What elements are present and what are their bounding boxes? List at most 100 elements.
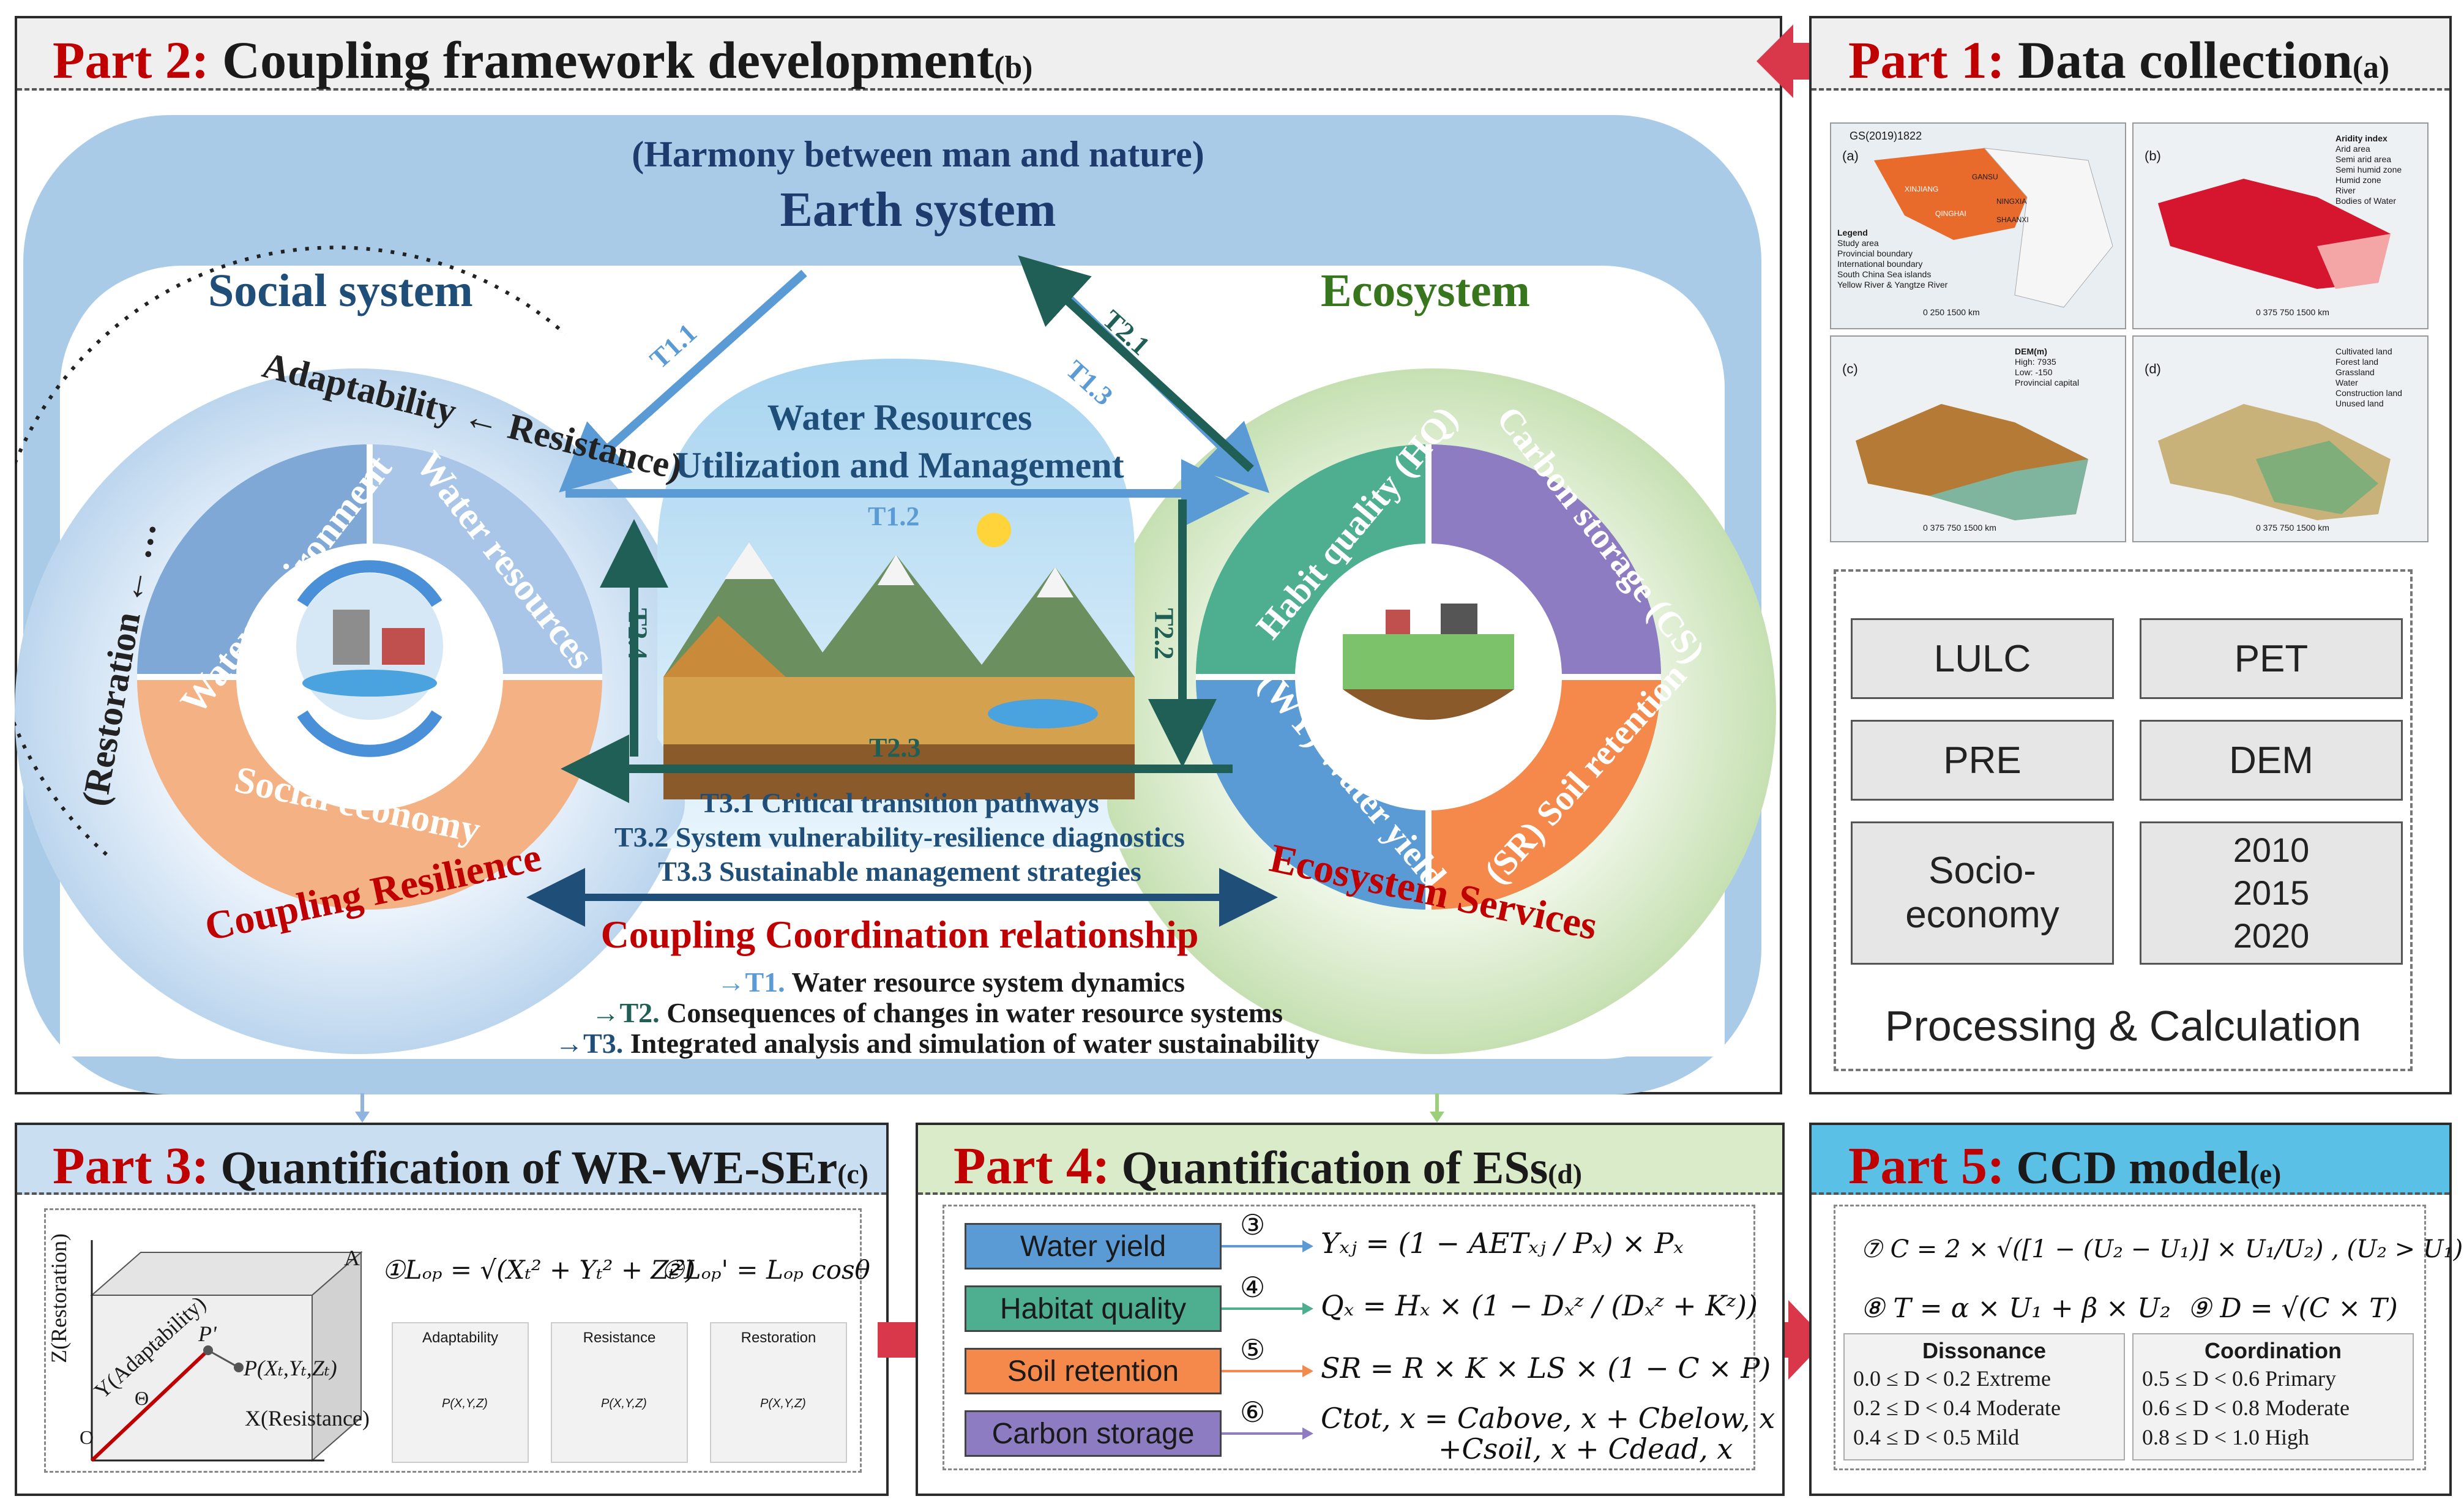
part5-title: CCD model <box>2016 1142 2250 1194</box>
legend-t2-text: Consequences of changes in water resourc… <box>659 997 1283 1028</box>
ecosystem-title: Ecosystem <box>1321 265 1530 316</box>
mini-cube-1: Adaptability P(X,Y,Z) <box>392 1322 529 1463</box>
map-b: (b) Aridity index Arid area Semi arid ar… <box>2132 122 2429 329</box>
legend-t3-text: Integrated analysis and simulation of wa… <box>623 1028 1320 1059</box>
mini-cube-2-label: Resistance <box>583 1329 656 1346</box>
mini-cube-2: Resistance P(X,Y,Z) <box>551 1322 688 1463</box>
legend-t1: →T1. Water resource system dynamics <box>487 967 1344 998</box>
part4-label: Part 4: <box>954 1136 1110 1195</box>
legend-list: →T1. Water resource system dynamics →T2.… <box>487 967 1344 1059</box>
map-d-legend-4: Water <box>2335 378 2358 387</box>
map-b-scale: 0 375 750 1500 km <box>2256 307 2329 317</box>
es-bar-water-yield: Water yield <box>965 1223 1222 1270</box>
map-b-legend-5: River <box>2335 185 2356 195</box>
part4-header: Part 4: Quantification of ESs(d) <box>918 1125 1782 1195</box>
es-bar-soil: Soil retention <box>965 1348 1222 1394</box>
data-box-dem: DEM <box>2140 720 2403 801</box>
map-c-tag: (c) <box>1842 361 1858 376</box>
map-a-shape <box>1874 148 2113 308</box>
part4-content-frame <box>943 1205 1755 1470</box>
part3-sub: (c) <box>837 1158 868 1189</box>
legend-t3: →T3. Integrated analysis and simulation … <box>487 1028 1344 1059</box>
legend-t3-key: →T3. <box>555 1028 624 1059</box>
data-box-lulc: LULC <box>1851 618 2114 699</box>
data-box-socio: Socio-economy <box>1851 821 2114 965</box>
map-a-label-sx: SHAANXI <box>1996 215 2029 224</box>
mini-cube-3-label: Restoration <box>741 1329 816 1346</box>
water-title-1: Water Resources <box>767 397 1032 438</box>
map-d-legend-6: Unused land <box>2335 398 2384 408</box>
part5-sub: (e) <box>2250 1158 2282 1189</box>
coordination-row-3: 0.8 ≤ D < 1.0 High <box>2142 1425 2310 1449</box>
arrow-label-t24: T2.4 <box>622 608 653 660</box>
part4-title: Quantification of ESs <box>1121 1142 1548 1194</box>
part1-title: Data collection <box>2017 31 2353 89</box>
part1-label: Part 1: <box>1848 31 2005 89</box>
dissonance-title: Dissonance <box>1922 1338 2047 1363</box>
part5-label: Part 5: <box>1848 1136 2005 1195</box>
coupling-diagram <box>15 115 1776 1094</box>
connectors-down <box>355 1093 1444 1123</box>
mini-cube-3: Restoration P(X,Y,Z) <box>710 1322 847 1463</box>
map-b-tag: (b) <box>2145 148 2161 163</box>
map-a-scale: 0 250 1500 km <box>1923 307 1980 317</box>
landscape-illustration <box>663 513 1135 799</box>
map-a-label-xj: XINJIANG <box>1905 185 1939 193</box>
map-d-legend-5: Construction land <box>2335 388 2402 398</box>
map-b-legend-4: Humid zone <box>2335 175 2381 185</box>
legend-t2: →T2. Consequences of changes in water re… <box>487 998 1344 1028</box>
coordination-table: Coordination 0.5 ≤ D < 0.6 Primary 0.6 ≤… <box>2132 1333 2414 1460</box>
map-a-legend-title: Legend <box>1837 228 1868 237</box>
map-d-tag: (d) <box>2145 361 2161 376</box>
part4-panel: Part 4: Quantification of ESs(d) <box>916 1123 1785 1496</box>
eq-lop: ①Lₒₚ = √(Xₜ² + Yₜ² + Zₜ²) <box>382 1255 696 1285</box>
social-system-title: Social system <box>208 265 473 316</box>
map-d-shape <box>2158 404 2391 520</box>
map-a-legend-2: Provincial boundary <box>1837 249 1913 258</box>
map-c-scale: 0 375 750 1500 km <box>1923 523 1996 533</box>
map-a-tag: (a) <box>1842 148 1859 163</box>
cube-label-theta: Θ <box>135 1387 149 1409</box>
map-d-scale: 0 375 750 1500 km <box>2256 523 2329 533</box>
es-bar-carbon: Carbon storage <box>965 1410 1222 1457</box>
map-c: (c) DEM(m) High: 7935 Low: -150 Provinci… <box>1830 335 2126 542</box>
part2-label: Part 2: <box>53 31 209 89</box>
mini-cube-1-label: Adaptability <box>422 1329 499 1346</box>
mini-cube-1-p: P(X,Y,Z) <box>442 1397 488 1410</box>
arrow-label-t12: T1.2 <box>868 501 920 531</box>
es-arrows <box>1222 1240 1313 1440</box>
eq-t: ⑧ T = α × U₁ + β × U₂ <box>1861 1293 2171 1324</box>
map-b-shape <box>2158 179 2391 289</box>
processing-frame <box>1834 569 2413 1071</box>
part2-header: Part 2: Coupling framework development(b… <box>17 18 1780 91</box>
es-num-4: ④ <box>1240 1271 1266 1304</box>
es-bar-habitat: Habitat quality <box>965 1285 1222 1332</box>
es-num-5: ⑤ <box>1240 1333 1266 1366</box>
cube-label-o: O <box>80 1426 94 1448</box>
dissonance-row-3: 0.4 ≤ D < 0.5 Mild <box>1853 1425 2020 1449</box>
es-num-3: ③ <box>1240 1208 1266 1241</box>
legend-t2-key: →T2. <box>591 997 660 1028</box>
map-d-legend-2: Forest land <box>2335 357 2379 367</box>
map-a-note: GS(2019)1822 <box>1850 130 1922 142</box>
eco-donut <box>1196 444 1661 910</box>
processing-label: Processing & Calculation <box>1884 1002 2362 1050</box>
water-title-2: Utilization and Management <box>675 445 1124 485</box>
part5-content-frame <box>1834 1205 2426 1470</box>
part5-header: Part 5: CCD model(e) <box>1812 1125 2449 1195</box>
dissonance-row-1: 0.0 ≤ D < 0.2 Extreme <box>1853 1366 2051 1391</box>
map-d-legend: Cultivated land Forest land Grassland Wa… <box>2335 346 2402 409</box>
map-c-legend-title: DEM(m) <box>2015 346 2047 356</box>
mini-cube-3-p: P(X,Y,Z) <box>760 1397 806 1410</box>
earth-system-title: Earth system <box>780 183 1056 237</box>
part2-sub: (b) <box>994 50 1033 85</box>
part3-title: Quantification of WR-WE-SEr <box>220 1142 838 1194</box>
part4-sub: (d) <box>1548 1158 1582 1189</box>
arrow-label-t22: T2.2 <box>1149 608 1179 660</box>
map-b-legend-3: Semi humid zone <box>2335 165 2402 174</box>
map-c-legend-3: Provincial capital <box>2015 378 2080 387</box>
part2-title: Coupling framework development <box>222 31 995 89</box>
map-c-shape <box>1856 404 2088 520</box>
coordination-row-2: 0.6 ≤ D < 0.8 Moderate <box>2142 1396 2350 1420</box>
eq-carbon-cont: +Csoil, x + Cdead, x <box>1438 1432 1733 1465</box>
